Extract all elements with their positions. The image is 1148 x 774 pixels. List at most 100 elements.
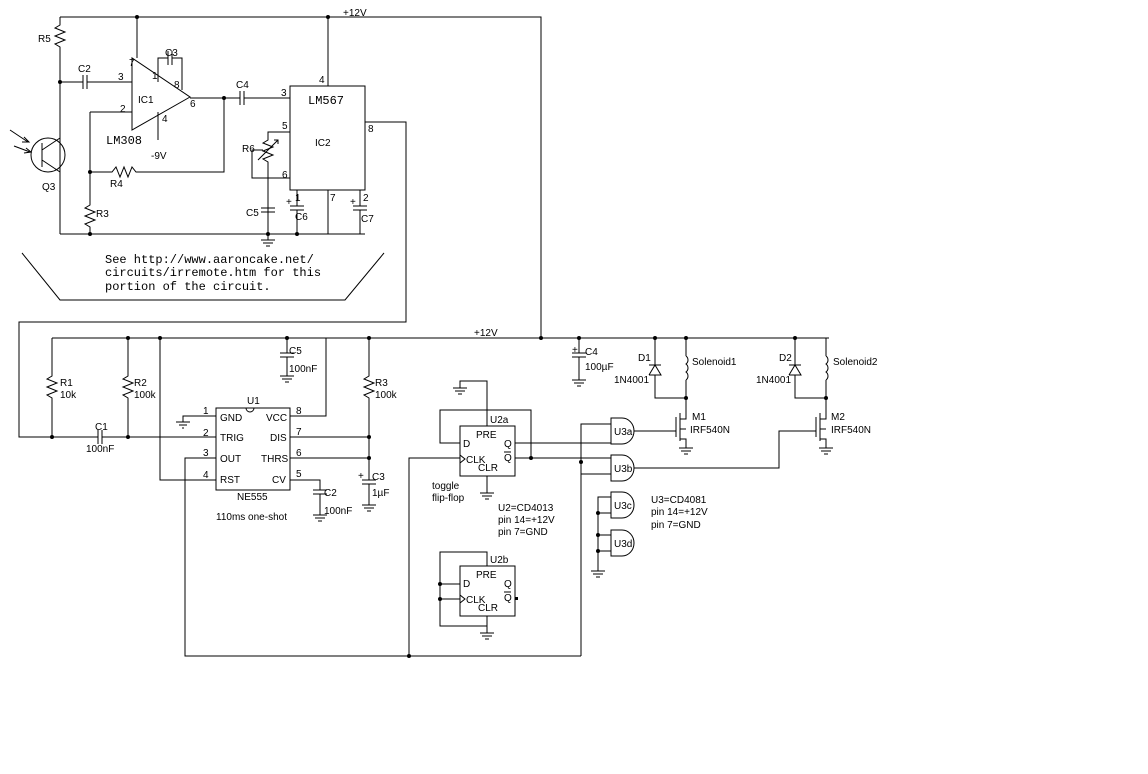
svg-text:Q: Q — [504, 439, 512, 450]
c7-label: C7 — [361, 214, 374, 225]
u3-note-2: pin 14=+12V — [651, 507, 708, 518]
c3-bottom-value: 1µF — [372, 488, 389, 499]
svg-text:CLK: CLK — [466, 455, 486, 466]
d2-part: 1N4001 — [756, 375, 791, 386]
u2a-clk-wire — [408, 457, 460, 656]
ic1-pin-3: 3 — [118, 72, 124, 83]
d1-part: 1N4001 — [614, 375, 649, 386]
ic1-pin-7: 7 — [129, 58, 135, 69]
ic2-label: IC2 — [315, 138, 331, 149]
r6-potentiometer — [261, 131, 290, 234]
ic1-pin-1: 1 — [152, 71, 158, 82]
c5-top-capacitor — [261, 178, 275, 213]
c5-label: C5 — [289, 346, 302, 357]
c4-top-capacitor — [224, 91, 290, 105]
m2-part: IRF540N — [831, 425, 871, 436]
u2b-ground — [480, 626, 494, 640]
svg-text:PRE: PRE — [476, 570, 497, 581]
ic1-opamp — [131, 57, 191, 131]
c2-bottom-capacitor — [290, 479, 327, 522]
r6-label: R6 — [242, 144, 255, 155]
c1-value: 100nF — [86, 444, 114, 455]
r1-value: 10k — [60, 390, 77, 401]
r5-resistor — [53, 17, 67, 234]
u3a-and-gate — [610, 417, 635, 445]
svg-text:Q: Q — [504, 453, 512, 464]
u3c-and-gate — [610, 491, 635, 519]
m1-mosfet — [670, 410, 687, 448]
svg-text:TRIG: TRIG — [220, 433, 244, 444]
r1-resistor — [45, 338, 59, 437]
svg-text:Q: Q — [504, 579, 512, 590]
svg-text:6: 6 — [296, 448, 302, 459]
c5-value: 100nF — [289, 364, 317, 375]
ic2-pin-2: 2 — [363, 193, 369, 204]
svg-text:7: 7 — [296, 427, 302, 438]
c2-capacitor — [60, 75, 132, 89]
ic2-pin-5: 5 — [282, 121, 288, 132]
c6-capacitor — [290, 190, 304, 234]
r3-label: R3 — [375, 378, 388, 389]
u3cd-ground-tie — [597, 496, 611, 571]
d2-label: D2 — [779, 353, 792, 364]
c2-bottom-value: 100nF — [324, 506, 352, 517]
u1-rst-wire — [159, 338, 216, 481]
c5-top-label: C5 — [246, 208, 259, 219]
c2-bottom-label: C2 — [324, 488, 337, 499]
svg-text:D: D — [463, 579, 470, 590]
ic1-label: IC1 — [138, 95, 154, 106]
r5-label: R5 — [38, 34, 51, 45]
u2-note-1: U2=CD4013 — [498, 503, 554, 514]
r3-resistor — [362, 338, 376, 480]
u2-note-3: pin 7=GND — [498, 527, 548, 538]
ic1-pin-4: 4 — [162, 114, 168, 125]
top-supply-label: +12V — [343, 8, 367, 19]
u1-vcc-wire — [290, 338, 327, 417]
c3-capacitor — [157, 51, 183, 90]
ic1-part-label: LM308 — [106, 134, 142, 148]
ic2-pin-8: 8 — [368, 124, 374, 135]
ic2-pin-6: 6 — [282, 170, 288, 181]
u3-note-1: U3=CD4081 — [651, 495, 707, 506]
u3a-label: U3a — [614, 427, 633, 438]
r3-value: 100k — [375, 390, 398, 401]
u3c-label: U3c — [614, 501, 632, 512]
d1-diode — [648, 338, 686, 399]
ic2-part-label: LM567 — [308, 94, 344, 108]
m2-label: M2 — [831, 412, 845, 423]
ic2-pin-7: 7 — [330, 193, 336, 204]
svg-text:CLR: CLR — [478, 603, 498, 614]
u2b-tie-wire — [439, 551, 488, 627]
ic1-pin-2: 2 — [120, 104, 126, 115]
c4-value: 100µF — [585, 362, 614, 373]
u2a-label: U2a — [490, 415, 509, 426]
svg-text:OUT: OUT — [220, 454, 241, 465]
c1-label: C1 — [95, 422, 108, 433]
r2-value: 100k — [134, 390, 157, 401]
svg-text:RST: RST — [220, 475, 240, 486]
svg-text:DIS: DIS — [270, 433, 287, 444]
c5-capacitor — [280, 338, 294, 383]
c3-bottom-label: C3 — [372, 472, 385, 483]
c3-label: C3 — [165, 48, 178, 59]
mid-supply-label: +12V — [474, 328, 498, 339]
u1-caption: 110ms one-shot — [216, 512, 287, 523]
u2a-caption-1: toggle — [432, 481, 460, 492]
d2-diode — [788, 338, 826, 399]
svg-text:CLR: CLR — [478, 463, 498, 474]
u2a-clr-ground — [480, 476, 494, 500]
svg-text:1: 1 — [203, 406, 209, 417]
u1-label: U1 — [247, 396, 260, 407]
top-supply-wire — [60, 16, 542, 338]
svg-text:Q: Q — [504, 593, 512, 604]
svg-text:GND: GND — [220, 413, 242, 424]
solenoid2-label: Solenoid2 — [833, 357, 878, 368]
svg-text:8: 8 — [296, 406, 302, 417]
svg-text:CV: CV — [272, 475, 286, 486]
u1-out-wire — [184, 457, 581, 657]
top-r3-label: R3 — [96, 209, 109, 220]
svg-text:THRS: THRS — [261, 454, 289, 465]
c4-top-label: C4 — [236, 80, 249, 91]
r4-label: R4 — [110, 179, 123, 190]
